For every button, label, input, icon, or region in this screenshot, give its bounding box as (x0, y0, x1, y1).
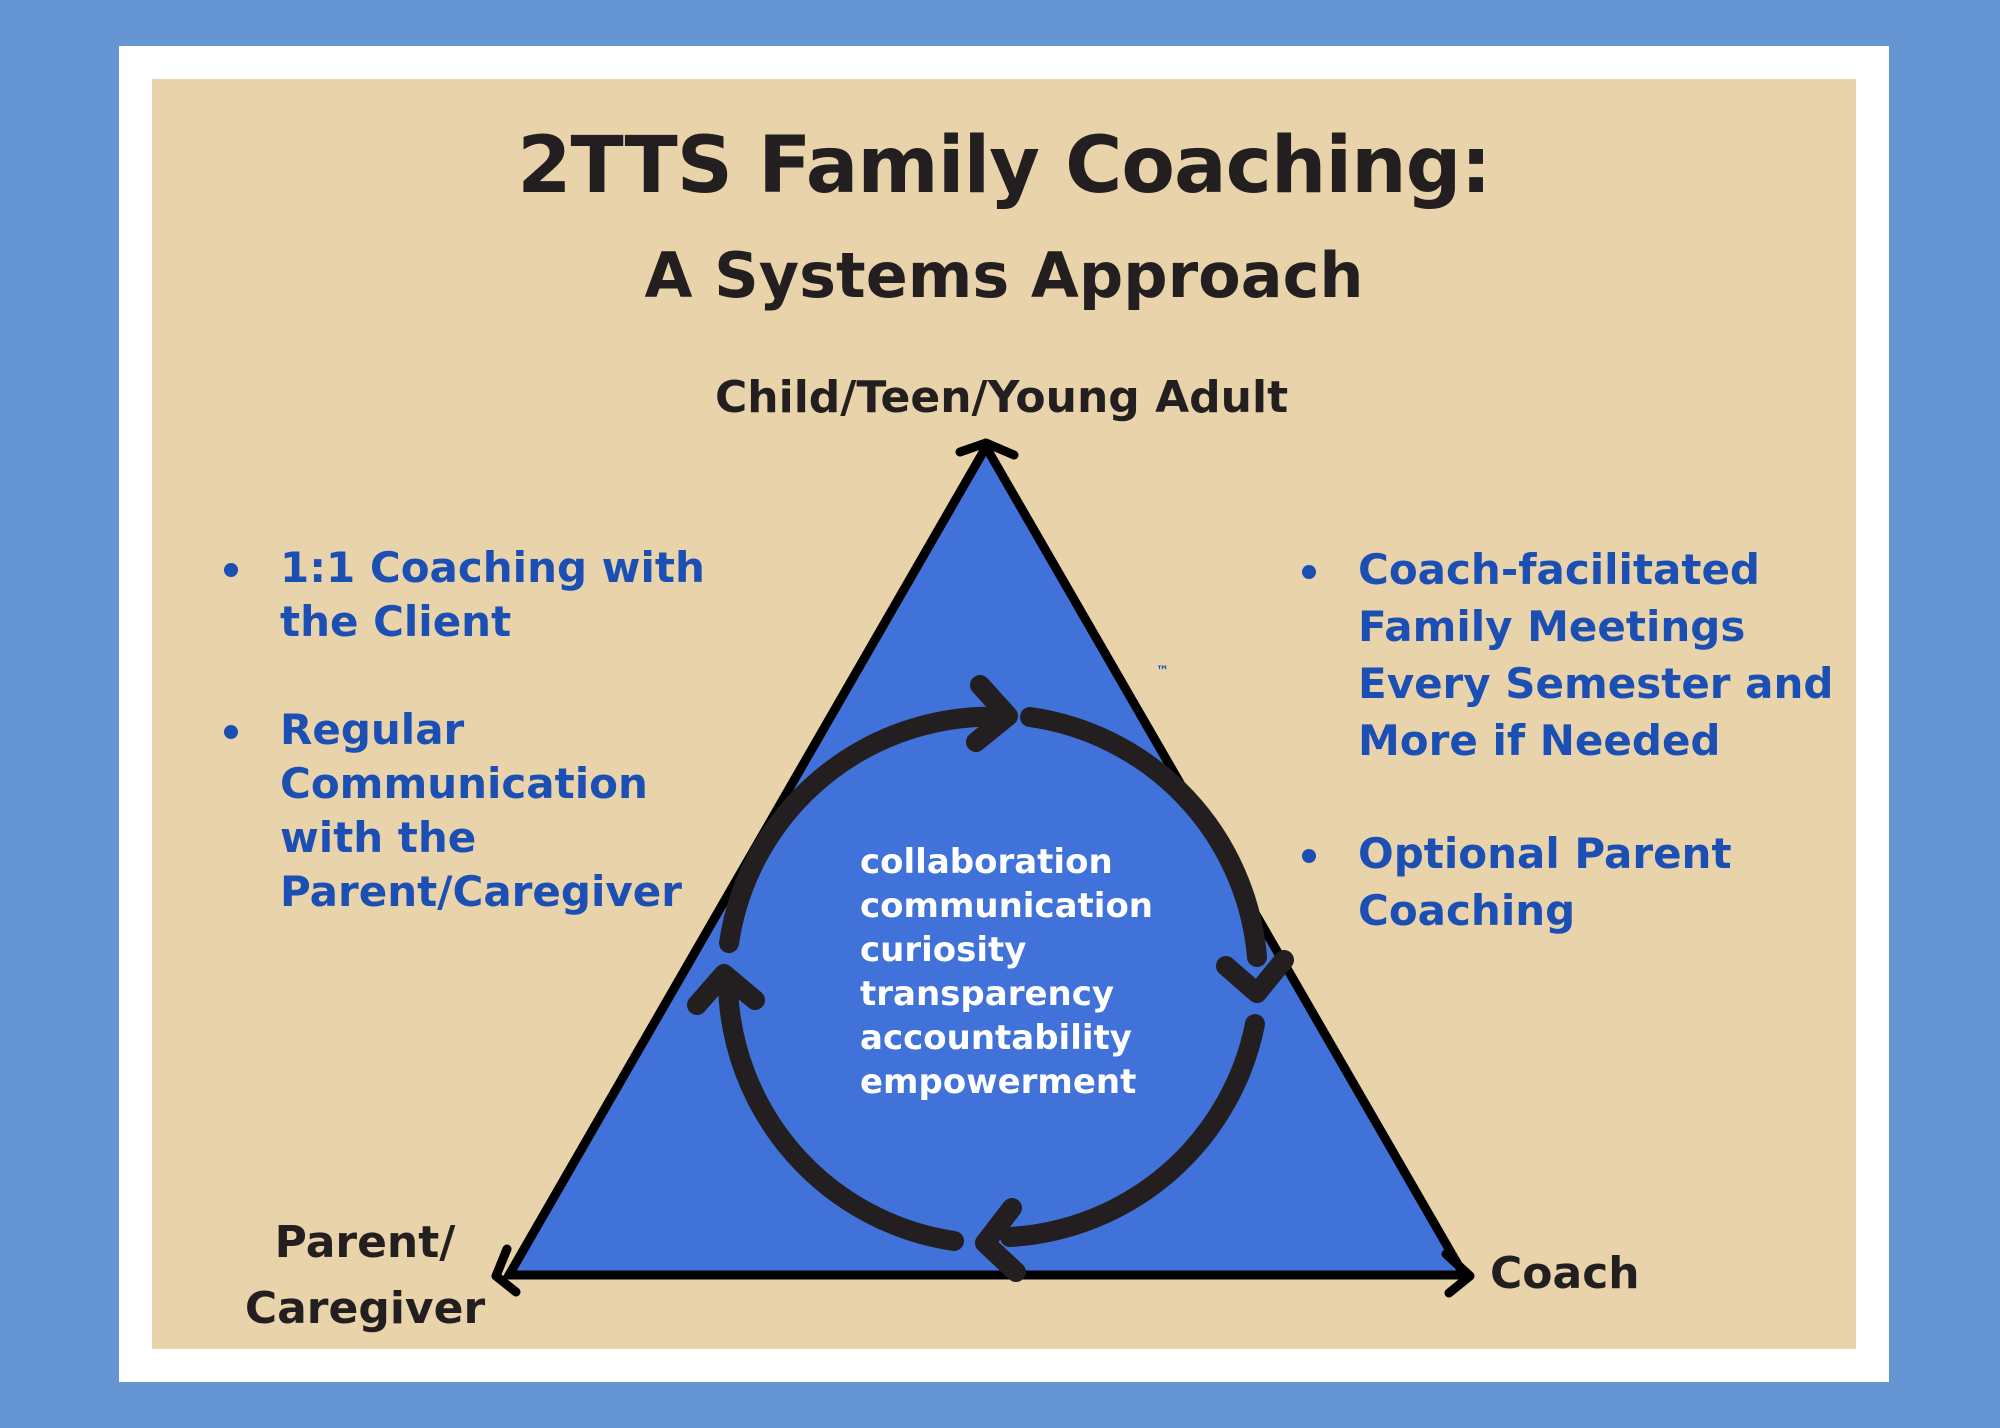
vertex-label-child: Child/Teen/Young Adult (715, 372, 1289, 423)
coach-services-list: Coach-facilitated Family Meetings Every … (1302, 541, 1838, 939)
value-item: empowerment (860, 1062, 1137, 1102)
value-item: collaboration (860, 842, 1113, 882)
cycle-arrowhead-top (966, 675, 1018, 752)
core-values-list: collaboration communication curiosity tr… (860, 840, 1153, 1104)
cycle-arrowhead-right (1216, 950, 1294, 1003)
cycle-arrow-right (1020, 707, 1267, 967)
bullet-dot (1302, 849, 1316, 863)
value-item: communication (860, 886, 1154, 926)
list-item-text: 1:1 Coaching with the Client (280, 543, 705, 646)
cycle-arrowhead-left (687, 964, 765, 1015)
value-item: curiosity (860, 930, 1027, 970)
cycle-arrows (687, 675, 1294, 1282)
list-item-text: Regular Communication with the Parent/Ca… (280, 705, 682, 916)
list-item-text: Coach-facilitated Family Meetings Every … (1358, 545, 1834, 765)
page-subtitle: A Systems Approach (644, 239, 1364, 312)
trademark-symbol: ™ (1156, 664, 1169, 679)
child-services-list: 1:1 Coaching with the Client Regular Com… (224, 541, 720, 919)
cycle-arrow-top (719, 706, 1016, 953)
list-item-text: Optional Parent Coaching (1358, 829, 1732, 935)
vertex-arrowheads (491, 438, 1475, 1298)
list-item: Regular Communication with the Parent/Ca… (224, 703, 720, 919)
bullet-dot (224, 563, 238, 577)
value-item: accountability (860, 1018, 1132, 1058)
list-item: 1:1 Coaching with the Client (224, 541, 720, 649)
list-item: Optional Parent Coaching (1302, 825, 1838, 939)
list-item: Coach-facilitated Family Meetings Every … (1302, 541, 1838, 769)
right-arrowhead (1441, 1249, 1475, 1298)
top-arrowhead (955, 438, 1019, 460)
vertex-label-parent: Parent/ Caregiver (244, 1217, 486, 1334)
cycle-arrow-bottom (1000, 1014, 1265, 1247)
bullet-dot (1302, 565, 1316, 579)
value-item: transparency (860, 974, 1115, 1014)
cycle-arrowhead-bottom (975, 1198, 1026, 1282)
bullet-dot (224, 725, 238, 739)
left-arrowhead (491, 1244, 521, 1297)
cycle-arrow-left (718, 975, 964, 1251)
vertex-label-coach: Coach (1490, 1248, 1640, 1299)
page-title: 2TTS Family Coaching: (517, 121, 1491, 211)
